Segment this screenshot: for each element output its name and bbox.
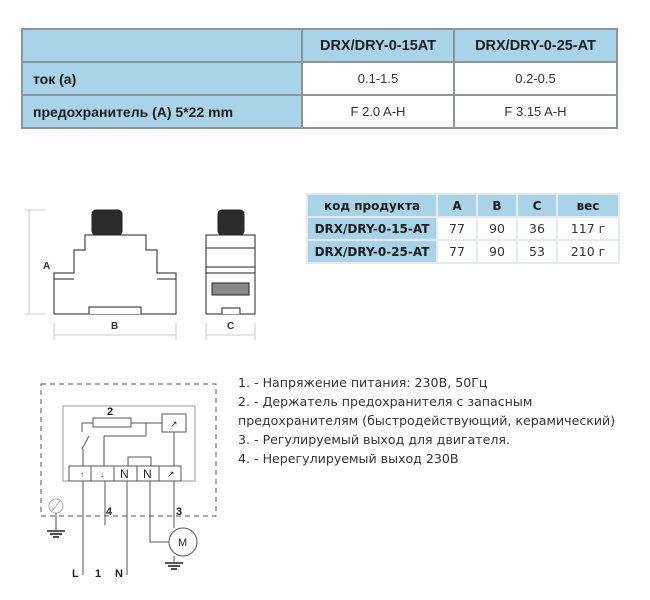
note-item: 2. - Держатель предохранителя с запасным <box>238 394 533 409</box>
spec-header-empty <box>21 28 303 63</box>
dim-c: 53 <box>518 241 556 262</box>
spec-header-row: DRX/DRY-0-15AT DRX/DRY-0-25-AT <box>21 28 618 63</box>
dims-header-weight: вес <box>558 195 618 216</box>
spec-header-model-1: DRX/DRY-0-15AT <box>301 28 455 63</box>
dimensions-table: код продукта A B C вес DRX/DRY-0-15-AT 7… <box>306 193 620 264</box>
spec-value: F 2.0 A-H <box>301 94 455 129</box>
wire-label-n: N <box>115 568 123 580</box>
dims-header-code: код продукта <box>308 195 436 216</box>
spec-header-model-2: DRX/DRY-0-25-AT <box>453 28 618 63</box>
weight: 210 г <box>558 241 618 262</box>
dim-a: 77 <box>438 218 476 239</box>
spec-value: 0.2-0.5 <box>453 61 618 96</box>
note-item: 4. - Нерегулируемый выход 230В <box>238 451 459 466</box>
label-fuse: 2 <box>107 406 113 418</box>
dim-b: 90 <box>478 218 516 239</box>
dims-header-c: C <box>518 195 556 216</box>
spec-value: 0.1-1.5 <box>301 61 455 96</box>
spec-label-fuse: предохранитель (А) 5*22 mm <box>21 94 303 129</box>
spec-row-current: ток (а) 0.1-1.5 0.2-0.5 <box>21 61 618 96</box>
label-unregulated: 4 <box>106 506 113 518</box>
spec-label-current: ток (а) <box>21 61 303 96</box>
dim-c: 36 <box>518 218 556 239</box>
device-side-view <box>205 209 256 315</box>
label-regulated: 3 <box>176 506 182 518</box>
note-item: 1. - Напряжение питания: 230В, 50Гц <box>238 375 488 390</box>
notes-list: 1. - Напряжение питания: 230В, 50Гц 2. -… <box>238 373 615 468</box>
spec-table: DRX/DRY-0-15AT DRX/DRY-0-25-AT ток (а) 0… <box>21 28 618 129</box>
weight: 117 г <box>558 218 618 239</box>
dims-header-a: A <box>438 195 476 216</box>
ground-icon <box>47 530 183 570</box>
wire-label-1: 1 <box>95 568 101 580</box>
dims-header-row: код продукта A B C вес <box>308 195 618 216</box>
wiring-diagram: ↑ ↓ ↗ ↗ N N 2 4 3 M L 1 N <box>40 383 217 580</box>
wire-label-l: L <box>72 568 79 580</box>
terminal-n: N <box>143 467 152 481</box>
variable-icon: ↗ <box>170 419 178 429</box>
product-code: DRX/DRY-0-15-AT <box>308 218 436 239</box>
dim-a: 77 <box>438 241 476 262</box>
motor-icon: M <box>178 537 187 549</box>
table-row: DRX/DRY-0-15-AT 77 90 36 117 г <box>308 218 618 239</box>
note-item: 3. - Регулируемый выход для двигателя. <box>238 432 510 447</box>
note-item: предохранителям (быстродействующий, кера… <box>238 413 616 428</box>
table-row: DRX/DRY-0-25-AT 77 90 53 210 г <box>308 241 618 262</box>
device-drawing: A B C <box>25 209 256 340</box>
dimension-label-c: C <box>227 321 234 332</box>
dims-header-b: B <box>478 195 516 216</box>
terminal-n: N <box>120 467 129 481</box>
dimension-label-a: A <box>43 261 50 272</box>
spec-value: F 3.15 A-H <box>453 94 618 129</box>
dimension-label-b: B <box>111 321 118 332</box>
arrow-up-icon: ↑ <box>80 470 84 479</box>
product-code: DRX/DRY-0-25-AT <box>308 241 436 262</box>
dim-b: 90 <box>478 241 516 262</box>
spec-row-fuse: предохранитель (А) 5*22 mm F 2.0 A-H F 3… <box>21 94 618 129</box>
arrow-down-icon: ↓ <box>100 470 104 479</box>
device-front-view <box>53 209 177 315</box>
variable-icon: ↗ <box>167 469 175 479</box>
